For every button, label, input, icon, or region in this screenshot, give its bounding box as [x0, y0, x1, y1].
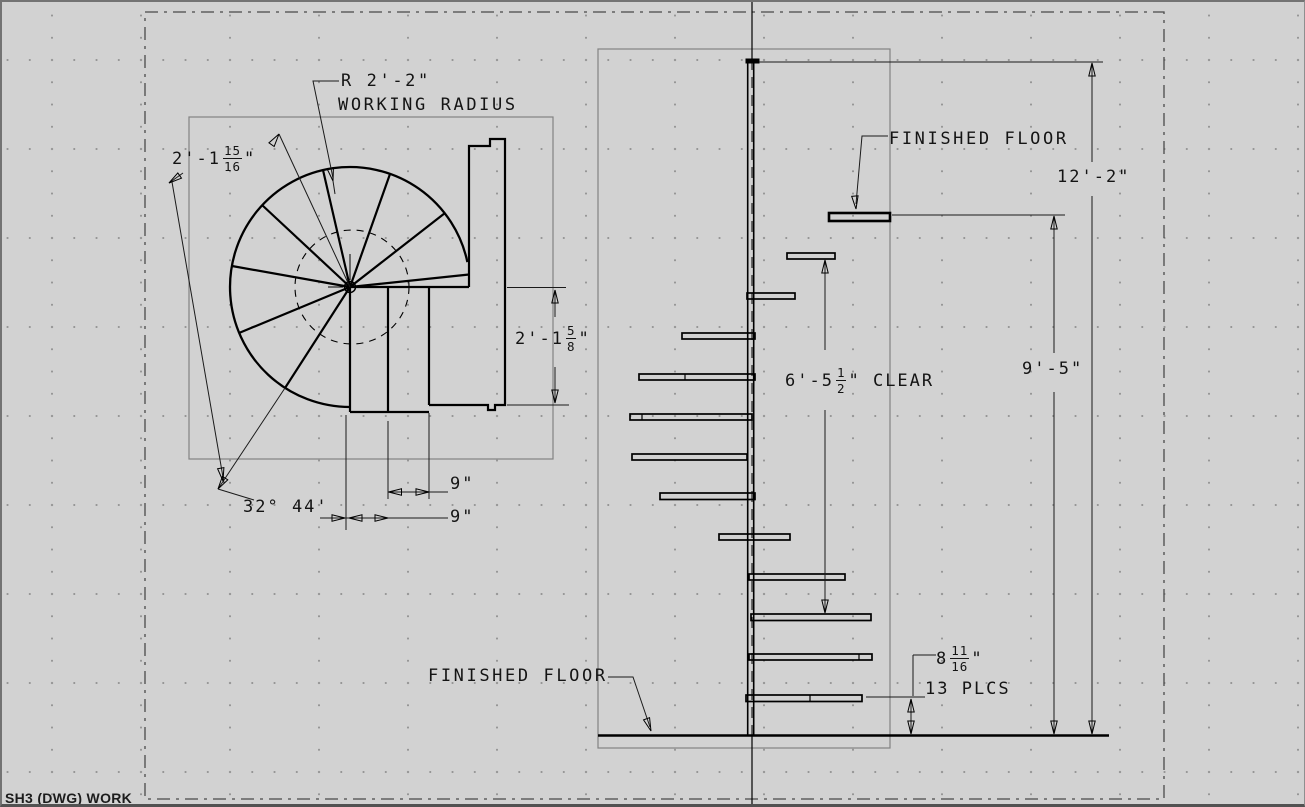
elevation-tread — [745, 694, 863, 703]
elevation-treads — [629, 252, 873, 703]
elevation-tread — [631, 453, 748, 461]
elevation-tread — [638, 373, 756, 381]
dim-suffix: " — [578, 328, 591, 349]
finished-floor-upper-leader — [855, 135, 888, 205]
elevation-tread — [629, 413, 753, 421]
overall-height-text: 12'-2" — [1057, 167, 1131, 187]
elevation-tread — [681, 332, 756, 340]
tread-width-lower-text: 9" — [450, 507, 475, 527]
fraction-numerator: 11 — [950, 643, 970, 659]
elevation-tread — [748, 573, 846, 581]
working-radius-label: WORKING RADIUS — [338, 95, 518, 115]
plan-working-radius-arc — [228, 165, 469, 409]
dim-whole: 6'-5 — [785, 370, 834, 391]
elevation-pole — [746, 63, 755, 735]
plan-bottom-treads — [348, 285, 469, 414]
tread-angle-leg — [217, 387, 286, 501]
paper-border — [144, 11, 1165, 800]
elevation-tread — [786, 252, 836, 260]
tread-angle-text: 32° 44' — [243, 497, 329, 517]
floor-to-landing-text: 9'-5" — [1022, 359, 1084, 379]
pole-cap — [745, 58, 760, 64]
elevation-dimension-lines — [608, 61, 1103, 734]
elevation-tread — [718, 533, 791, 541]
plan-center-marks — [328, 254, 351, 288]
plan-dimension-lines — [168, 80, 569, 530]
fraction-denominator: 16 — [223, 159, 242, 174]
finished-floor-lower-label: FINISHED FLOOR — [428, 666, 608, 686]
fraction-denominator: 8 — [566, 339, 576, 354]
dim-suffix: " CLEAR — [848, 370, 935, 391]
tread-width-upper-text: 9" — [450, 474, 475, 494]
window-status-label: SH3 (DWG) WORK — [5, 790, 133, 806]
plan-landing-outline — [429, 137, 507, 412]
plan-view-geometry — [228, 137, 507, 414]
finished-floor-lower-leader — [608, 676, 651, 728]
elevation-viewport-frame — [597, 48, 891, 749]
elevation-landing — [827, 211, 892, 223]
elevation-tread — [659, 492, 756, 501]
dim-suffix: " — [971, 648, 984, 669]
elevation-tread — [746, 292, 796, 300]
tread-seams — [641, 374, 860, 702]
dim-suffix: " — [244, 148, 257, 169]
dim-whole: 2'-1 — [172, 148, 221, 169]
working-radius-value: R 2'-2" — [341, 71, 431, 91]
radius-extension-line — [278, 133, 351, 288]
dimension-arrowheads — [168, 62, 1096, 735]
tread-width-lower-dim — [320, 415, 448, 530]
plan-tread-radials — [231, 169, 470, 389]
fraction-denominator: 16 — [951, 659, 969, 674]
riser-count-text: 13 PLCS — [925, 679, 1011, 699]
fraction-numerator: 1 — [835, 365, 847, 381]
elevation-tread — [750, 613, 872, 622]
outer-radius-dim-line — [168, 172, 225, 484]
riser-dim — [910, 654, 936, 734]
elevation-geometry — [598, 2, 1109, 804]
dim-whole: 2'-1 — [515, 328, 564, 349]
tread-width-upper-dim — [387, 413, 448, 499]
finished-floor-upper-label: FINISHED FLOOR — [889, 129, 1069, 149]
landing-depth-dim — [507, 287, 569, 406]
fraction-denominator: 2 — [836, 381, 846, 396]
dim-whole: 8 — [936, 648, 949, 669]
fraction-numerator: 15 — [222, 143, 243, 159]
elevation-tread — [748, 653, 873, 661]
working-radius-leader — [312, 80, 339, 195]
fraction-numerator: 5 — [565, 323, 577, 339]
